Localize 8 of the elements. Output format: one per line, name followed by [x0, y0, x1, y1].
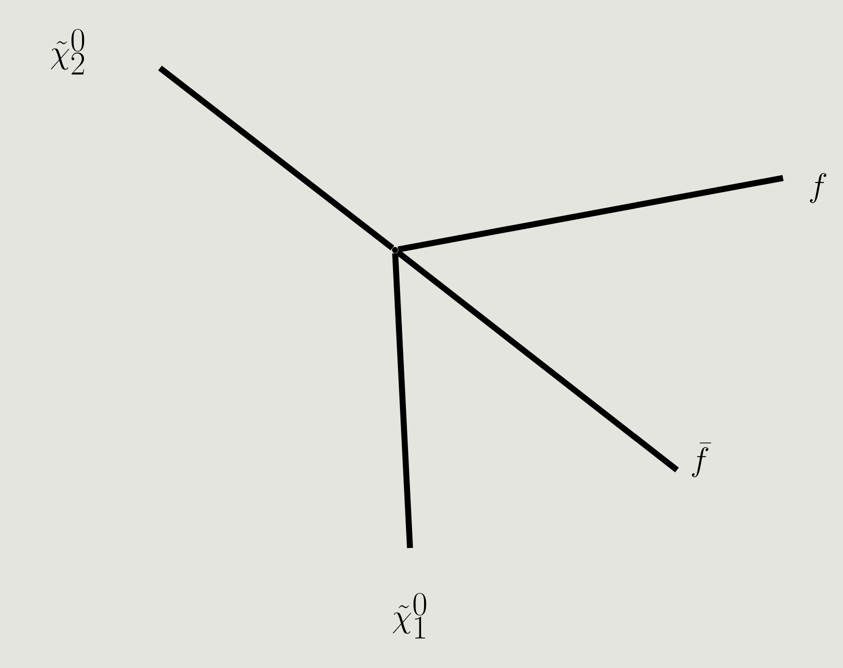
particle-label: $\bar{f}$	[692, 442, 712, 478]
particle-label: $\tilde{\chi}_2^0$	[50, 29, 84, 74]
particle-label: $\tilde{\chi}_1^0$	[392, 593, 426, 638]
propagator-line	[158, 66, 394, 250]
propagator-line	[398, 175, 784, 252]
propagator-line	[392, 253, 413, 548]
propagator-line	[396, 250, 679, 472]
particle-label: $f$	[810, 172, 826, 204]
